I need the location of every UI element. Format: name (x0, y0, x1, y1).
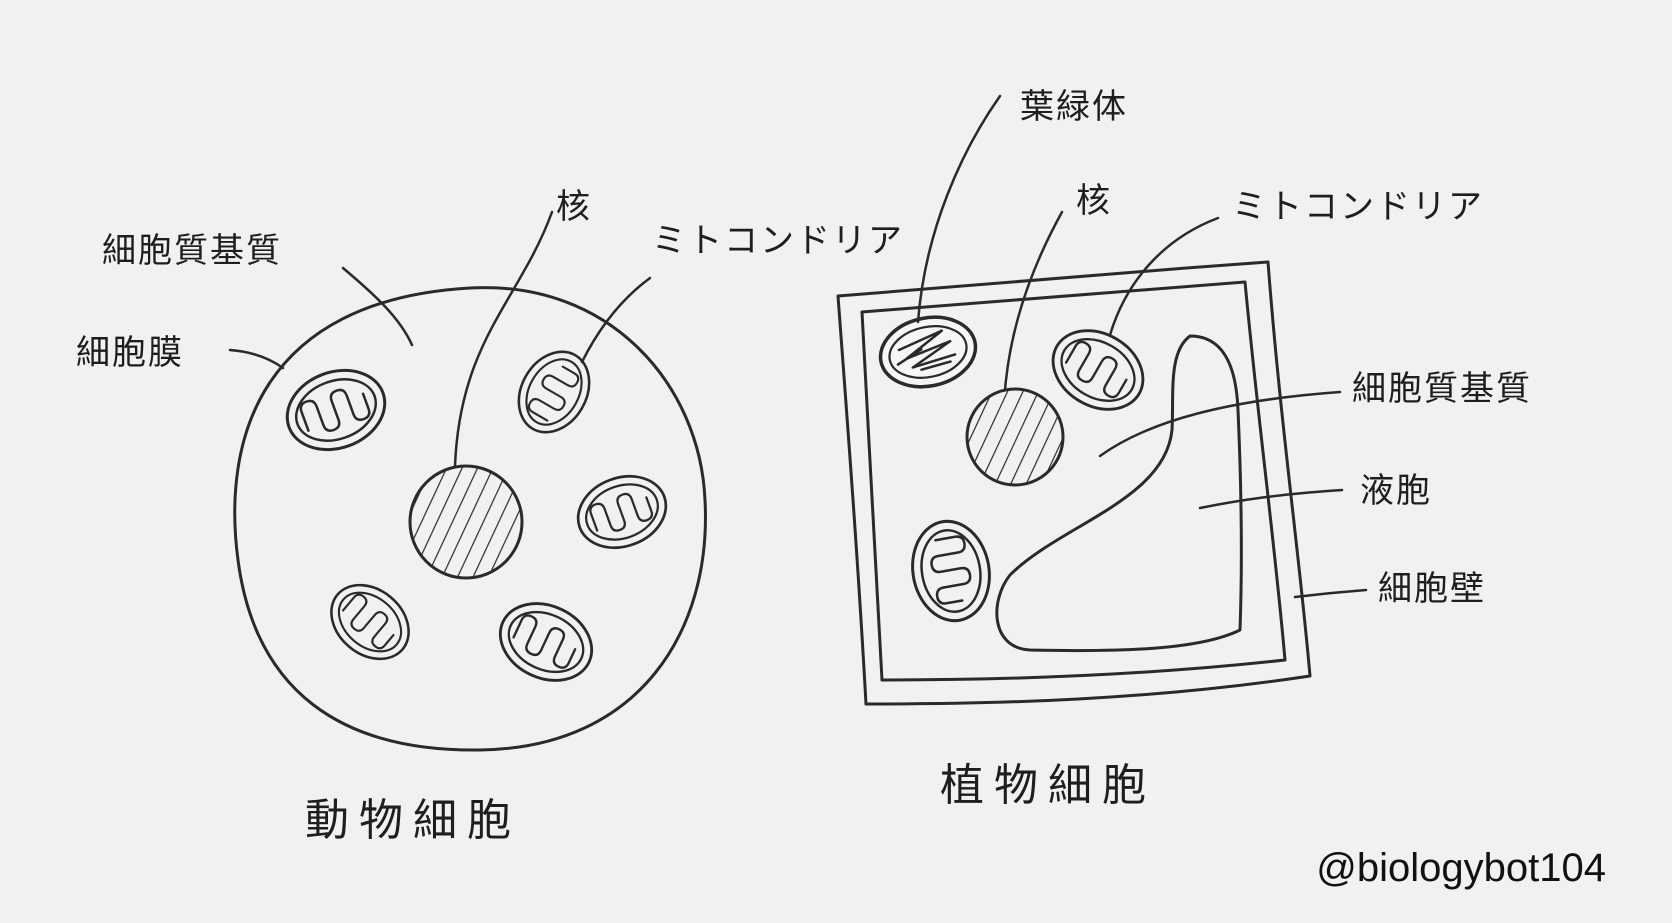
leader-line (1003, 210, 1064, 392)
animal-label-cytoplasmic-matrix: 細胞質基質 (102, 231, 282, 271)
leader-line (341, 266, 414, 347)
plant-label-cell-wall: 細胞壁 (1378, 569, 1486, 609)
plant-vacuole (995, 334, 1243, 653)
plant-cell-wall-outer (836, 260, 1312, 706)
animal-label-cell-membrane: 細胞膜 (76, 333, 184, 373)
animal-mitochondrion (486, 587, 606, 697)
plant-mitochondrion (1037, 313, 1159, 427)
animal-cell: 細胞質基質 細胞膜 核 ミトコンドリア 動物細胞 (76, 187, 904, 846)
animal-mitochondrion (274, 355, 398, 465)
plant-label-nucleus: 核 (1076, 181, 1112, 221)
animal-label-nucleus: 核 (556, 187, 592, 227)
animal-mitochondrion (315, 568, 425, 676)
leader-line (1098, 390, 1342, 458)
animal-cell-membrane (233, 286, 707, 752)
plant-chloroplast (878, 315, 978, 389)
leader-line (1108, 216, 1220, 337)
plant-label-vacuole: 液胞 (1360, 471, 1432, 511)
animal-nucleus (408, 464, 524, 580)
animal-mitochondrion (503, 337, 605, 447)
plant-label-cytoplasmic-matrix: 細胞質基質 (1352, 369, 1532, 409)
leader-line (228, 348, 285, 370)
plant-cell-membrane (860, 280, 1287, 682)
plant-cell: 葉緑体 核 ミトコンドリア 細胞質基質 液胞 細胞壁 植物細胞 (836, 87, 1532, 811)
animal-mitochondrion (566, 463, 678, 561)
plant-nucleus (965, 387, 1065, 487)
plant-label-mitochondria: ミトコンドリア (1232, 187, 1484, 227)
credit-handle: @biologybot104 (1316, 846, 1606, 890)
leader-line (1293, 588, 1368, 599)
animal-label-mitochondria: ミトコンドリア (652, 221, 904, 261)
plant-cell-title: 植物細胞 (940, 760, 1156, 811)
leader-line (580, 276, 652, 364)
leader-line (1198, 488, 1344, 510)
leader-line (916, 94, 1002, 324)
animal-cell-title: 動物細胞 (305, 795, 521, 846)
leader-line (453, 210, 554, 468)
plant-label-chloroplast: 葉緑体 (1020, 87, 1128, 127)
plant-mitochondrion (903, 513, 999, 629)
